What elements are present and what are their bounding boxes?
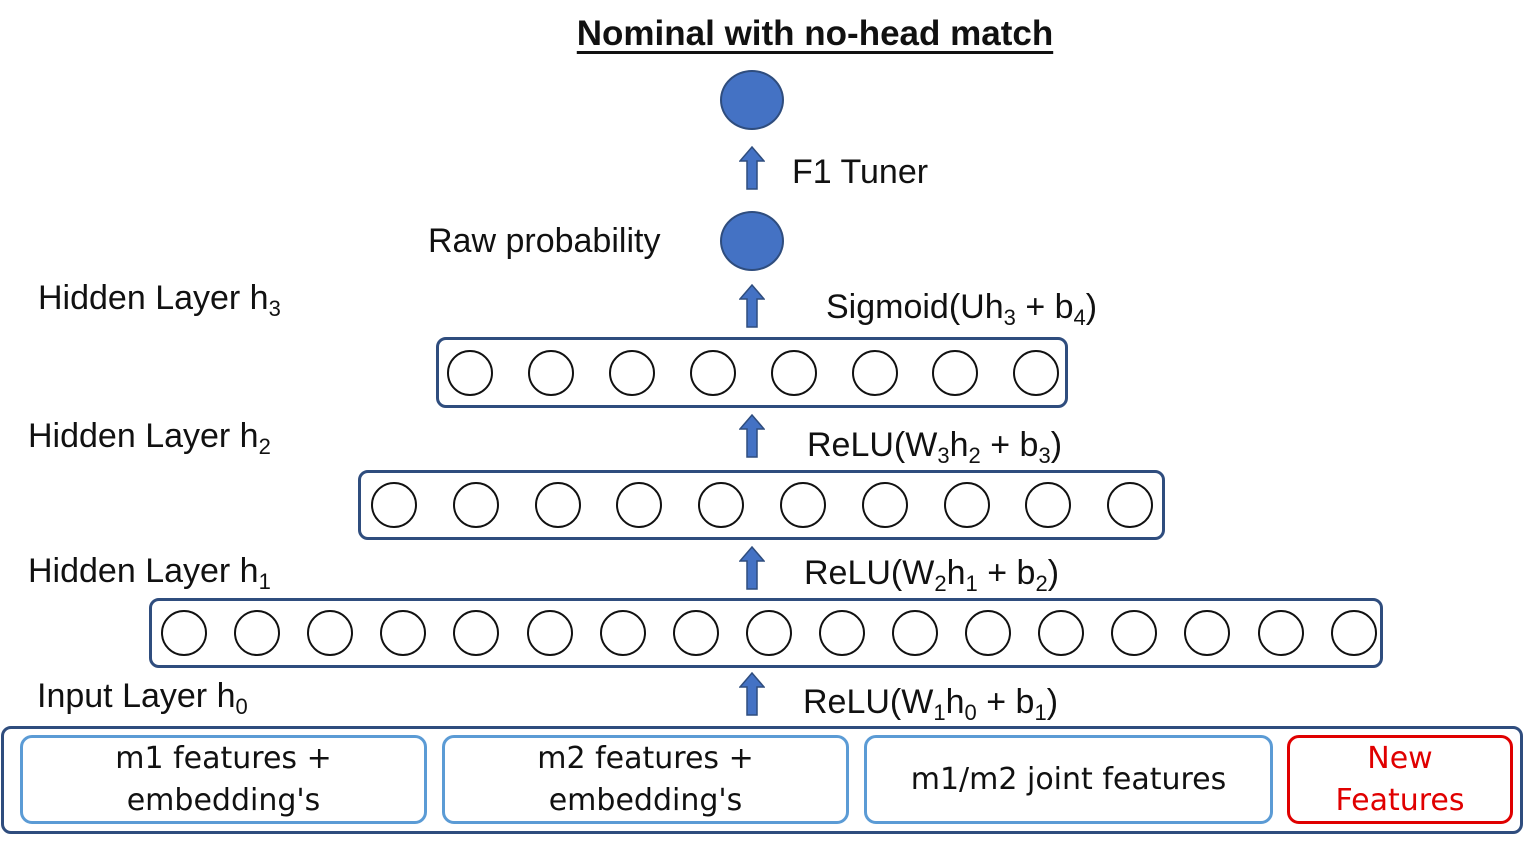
raw-probability-node (720, 211, 784, 271)
neuron-h1 (161, 610, 207, 656)
up-arrow-icon (739, 284, 765, 328)
neuron-h1 (527, 610, 573, 656)
neuron-h2 (698, 482, 744, 528)
neuron-h1 (965, 610, 1011, 656)
neuron-h2 (1107, 482, 1153, 528)
neuron-h2 (453, 482, 499, 528)
neuron-h3 (447, 350, 493, 396)
neuron-h2 (616, 482, 662, 528)
neuron-h3 (1013, 350, 1059, 396)
neuron-h1 (892, 610, 938, 656)
neuron-h1 (1184, 610, 1230, 656)
diagram-title: Nominal with no-head match (576, 14, 1054, 53)
hidden-layer-h2-label: Hidden Layer h2 (28, 417, 271, 459)
m2-features-box: m2 features + embedding's (442, 735, 849, 824)
neuron-h3 (528, 350, 574, 396)
neuron-h3 (609, 350, 655, 396)
feature-line: Features (1335, 782, 1465, 818)
neuron-h2 (780, 482, 826, 528)
feature-line: m1/m2 joint features (910, 761, 1227, 797)
new-features-box: New Features (1287, 735, 1513, 824)
neuron-h1 (600, 610, 646, 656)
feature-line: embedding's (126, 782, 321, 818)
neuron-h1 (673, 610, 719, 656)
feature-line: m2 features + (537, 740, 754, 776)
relu-w3-transform-label: ReLU(W3h2 + b3) (807, 426, 1063, 468)
neuron-h1 (1111, 610, 1157, 656)
final-output-node (720, 70, 784, 130)
hidden-layer-h1-label: Hidden Layer h1 (28, 552, 271, 594)
up-arrow-icon (739, 546, 765, 590)
neuron-h2 (944, 482, 990, 528)
neuron-h1 (819, 610, 865, 656)
feature-line: m1 features + (115, 740, 332, 776)
neuron-h1 (234, 610, 280, 656)
f1-tuner-label: F1 Tuner (792, 153, 929, 191)
relu-w1-transform-label: ReLU(W1h0 + b1) (803, 683, 1059, 725)
neuron-h3 (690, 350, 736, 396)
sigmoid-transform-label: Sigmoid(Uh3 + b4) (826, 288, 1098, 330)
joint-features-box: m1/m2 joint features (864, 735, 1273, 824)
neuron-h1 (380, 610, 426, 656)
neuron-h1 (1258, 610, 1304, 656)
neuron-h3 (852, 350, 898, 396)
neuron-h2 (1025, 482, 1071, 528)
neuron-h2 (535, 482, 581, 528)
up-arrow-icon (739, 146, 765, 190)
feature-line: New (1367, 740, 1433, 776)
neuron-h1 (1038, 610, 1084, 656)
hidden-layer-h3-label: Hidden Layer h3 (38, 279, 281, 321)
neuron-h2 (371, 482, 417, 528)
input-layer-h0-label: Input Layer h0 (37, 677, 248, 719)
neuron-h3 (932, 350, 978, 396)
up-arrow-icon (739, 672, 765, 716)
neuron-h1 (1331, 610, 1377, 656)
neuron-h3 (771, 350, 817, 396)
up-arrow-icon (739, 414, 765, 458)
neuron-h1 (746, 610, 792, 656)
neuron-h1 (307, 610, 353, 656)
neuron-h1 (453, 610, 499, 656)
m1-features-box: m1 features + embedding's (20, 735, 427, 824)
relu-w2-transform-label: ReLU(W2h1 + b2) (804, 554, 1060, 596)
neuron-h2 (862, 482, 908, 528)
raw-probability-label: Raw probability (428, 222, 661, 260)
feature-line: embedding's (548, 782, 743, 818)
